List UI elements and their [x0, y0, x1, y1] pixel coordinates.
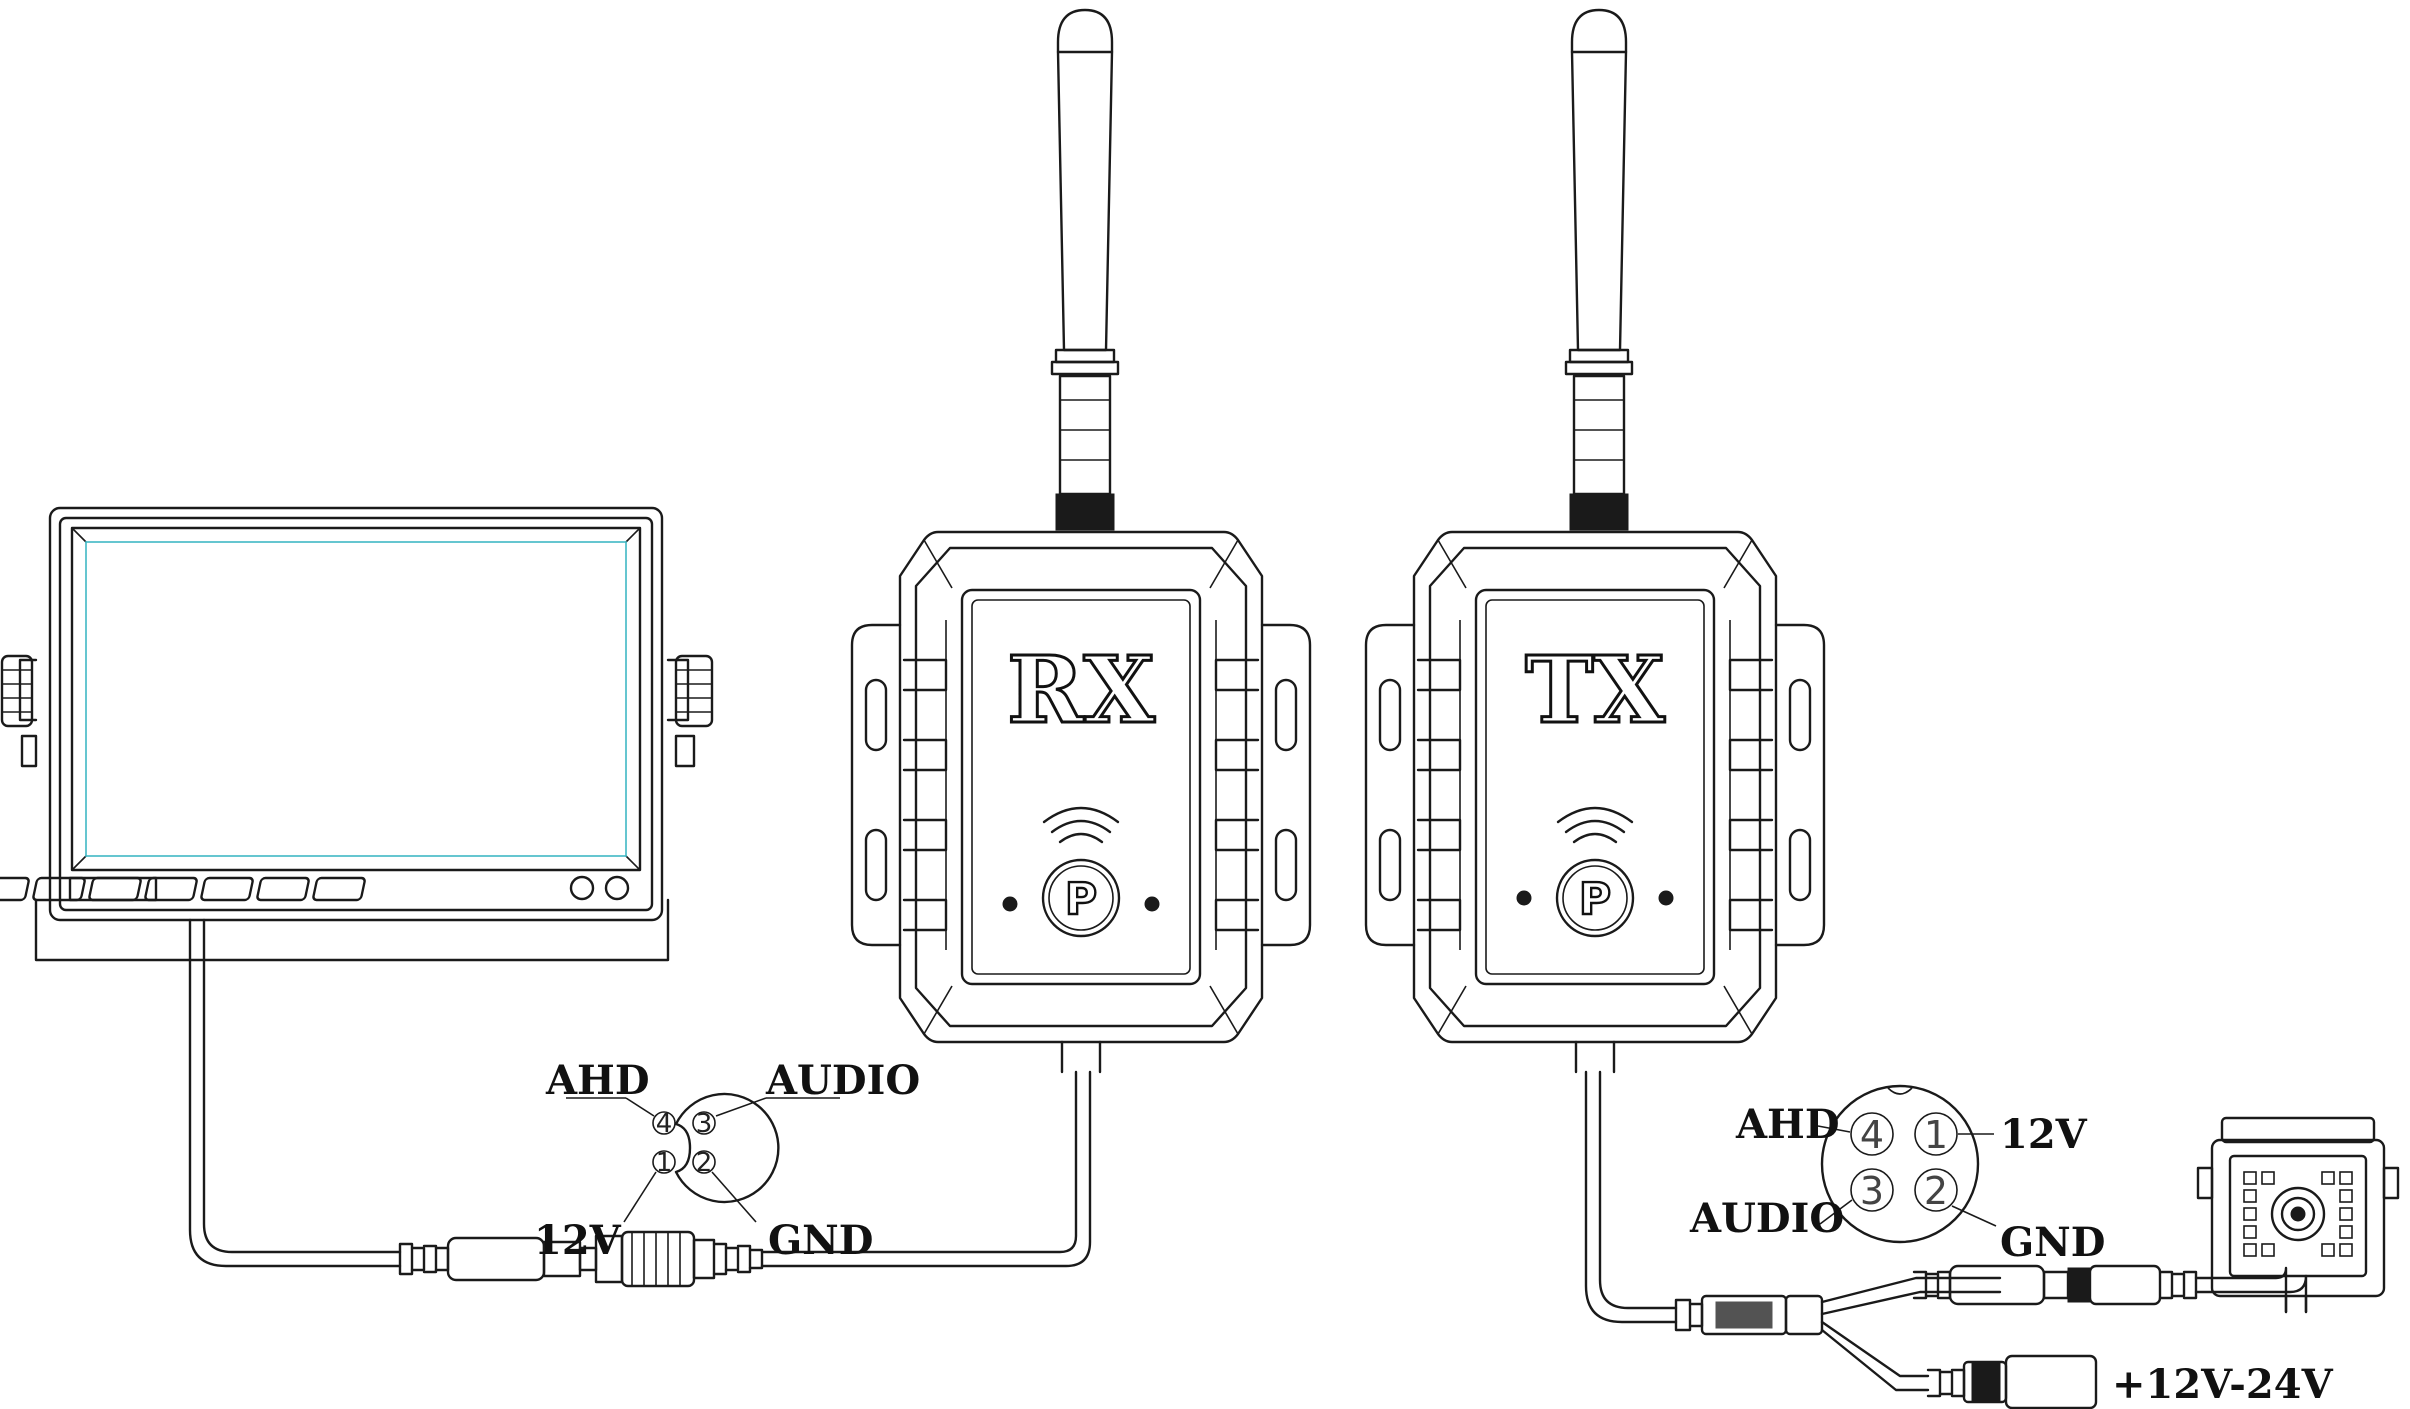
- tx-cable-splitter: [1674, 1294, 1824, 1336]
- monitor-buttons: [0, 876, 366, 902]
- tx-pin-1: 1: [1924, 1113, 1948, 1157]
- monitor-screen: [85, 541, 627, 857]
- monitor-round-button-1: [569, 875, 595, 901]
- rx-cable: [188, 918, 1092, 1288]
- camera-ir-leds: [2243, 1171, 2353, 1257]
- rx-pair-button-label: P: [1065, 874, 1097, 925]
- tx-pin-2: 2: [1924, 1169, 1948, 1213]
- tx-pin-4: 4: [1860, 1113, 1884, 1157]
- tx-left-ribs: [1416, 620, 1462, 950]
- rx-cable-connector-female: [594, 1230, 764, 1288]
- rx-pin-2: 2: [696, 1148, 713, 1178]
- rx-label-ahd: AHD: [545, 1057, 650, 1104]
- camera-lens: [2270, 1186, 2326, 1242]
- power-connector: [1926, 1354, 2098, 1409]
- rx-pin-1: 1: [656, 1148, 673, 1178]
- camera: [2196, 1116, 2400, 1314]
- rx-label-gnd: GND: [768, 1217, 873, 1264]
- monitor: [0, 506, 714, 962]
- rx-label-audio: AUDIO: [765, 1057, 920, 1104]
- power-label: +12V-24V: [2112, 1361, 2334, 1408]
- monitor-round-button-2: [604, 875, 630, 901]
- monitor-left-knob: [0, 654, 38, 768]
- tx-camera-connector: [1912, 1264, 2198, 1306]
- rx-pin-3: 3: [696, 1109, 713, 1139]
- tx-label-12v: 12V: [2000, 1111, 2088, 1158]
- tx-led-left: [1516, 890, 1532, 906]
- tx-label-gnd: GND: [2000, 1219, 2105, 1266]
- rx-led-left: [1002, 896, 1018, 912]
- tx-right-ribs: [1728, 620, 1774, 950]
- rx-label-12v: 12V: [534, 1217, 622, 1264]
- rx-antenna: [1050, 8, 1120, 531]
- rx-pair-button: P: [1041, 806, 1121, 938]
- tx-cable: [1584, 1070, 2308, 1409]
- monitor-right-knob: [674, 654, 714, 768]
- tx-label-ahd: AHD: [1735, 1101, 1840, 1148]
- rx-pinout: 4 3 1 2 AHD AUDIO 12V GND: [534, 1057, 920, 1264]
- tx-pin-3: 3: [1860, 1169, 1884, 1213]
- rx-module: RX P: [850, 8, 1312, 1074]
- tx-label-audio: AUDIO: [1689, 1195, 1844, 1242]
- tx-antenna: [1564, 8, 1634, 531]
- tx-led-right: [1658, 890, 1674, 906]
- rx-led-right: [1144, 896, 1160, 912]
- tx-pair-button: P: [1555, 806, 1635, 938]
- tx-pinout: 4 1 3 2 AHD 12V AUDIO GND: [1689, 1084, 2105, 1266]
- rx-right-ribs: [1214, 620, 1260, 950]
- tx-module: TX P: [1364, 8, 1826, 1074]
- tx-label: TX: [1525, 636, 1665, 744]
- tx-pair-button-label: P: [1579, 874, 1611, 925]
- rx-pin-4: 4: [656, 1109, 673, 1139]
- rx-label: RX: [1007, 636, 1155, 744]
- rx-left-ribs: [902, 620, 948, 950]
